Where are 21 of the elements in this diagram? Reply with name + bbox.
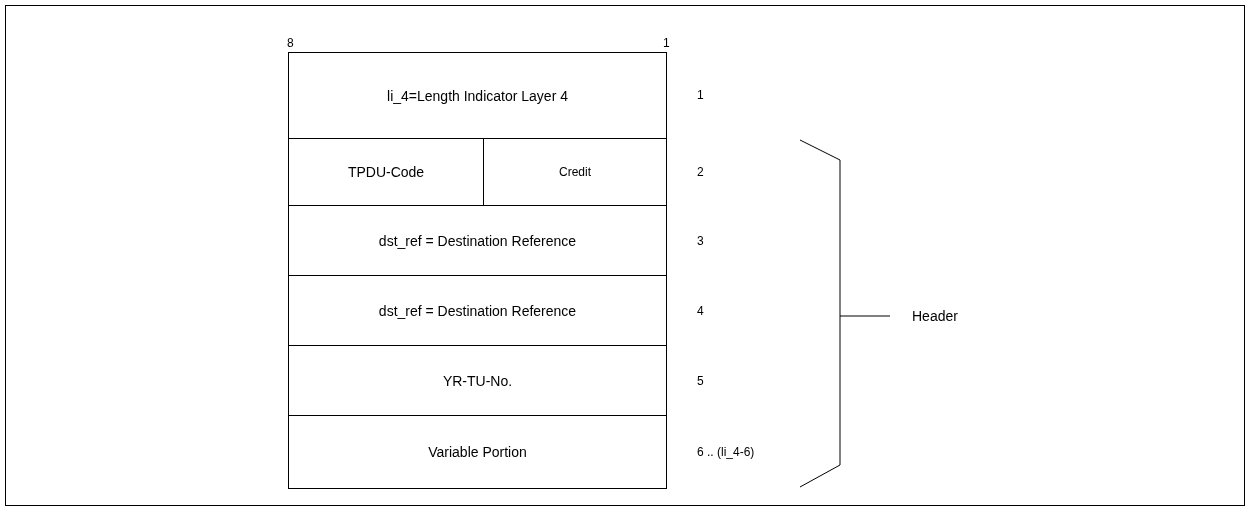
field-name: YR-TU-No. (442, 372, 513, 389)
field-cell (288, 415, 667, 489)
bit-number: 1 (663, 36, 670, 50)
field-name: dst_ref = Destination Reference (378, 232, 577, 249)
field-name: li_4=Length Indicator Layer 4 (387, 87, 568, 104)
group-label: Header (912, 308, 958, 324)
octet-number: 1 (697, 88, 704, 102)
octet-number: 2 (697, 165, 704, 179)
field-cell (288, 205, 667, 276)
field-name: Credit (559, 165, 591, 179)
field-cell (288, 52, 667, 139)
octet-number: 5 (697, 374, 704, 388)
octet-number: 4 (697, 304, 704, 318)
field-name: dst_ref = Destination Reference (378, 302, 577, 319)
octet-number: 6 .. (li_4-6) (697, 445, 755, 459)
octet-number: 3 (697, 234, 704, 248)
field-cell (288, 275, 667, 346)
field-name: Variable Portion (428, 444, 527, 460)
bit-number: 8 (287, 36, 294, 50)
field-name: TPDU-Code (347, 164, 425, 180)
field-cell (288, 345, 667, 416)
